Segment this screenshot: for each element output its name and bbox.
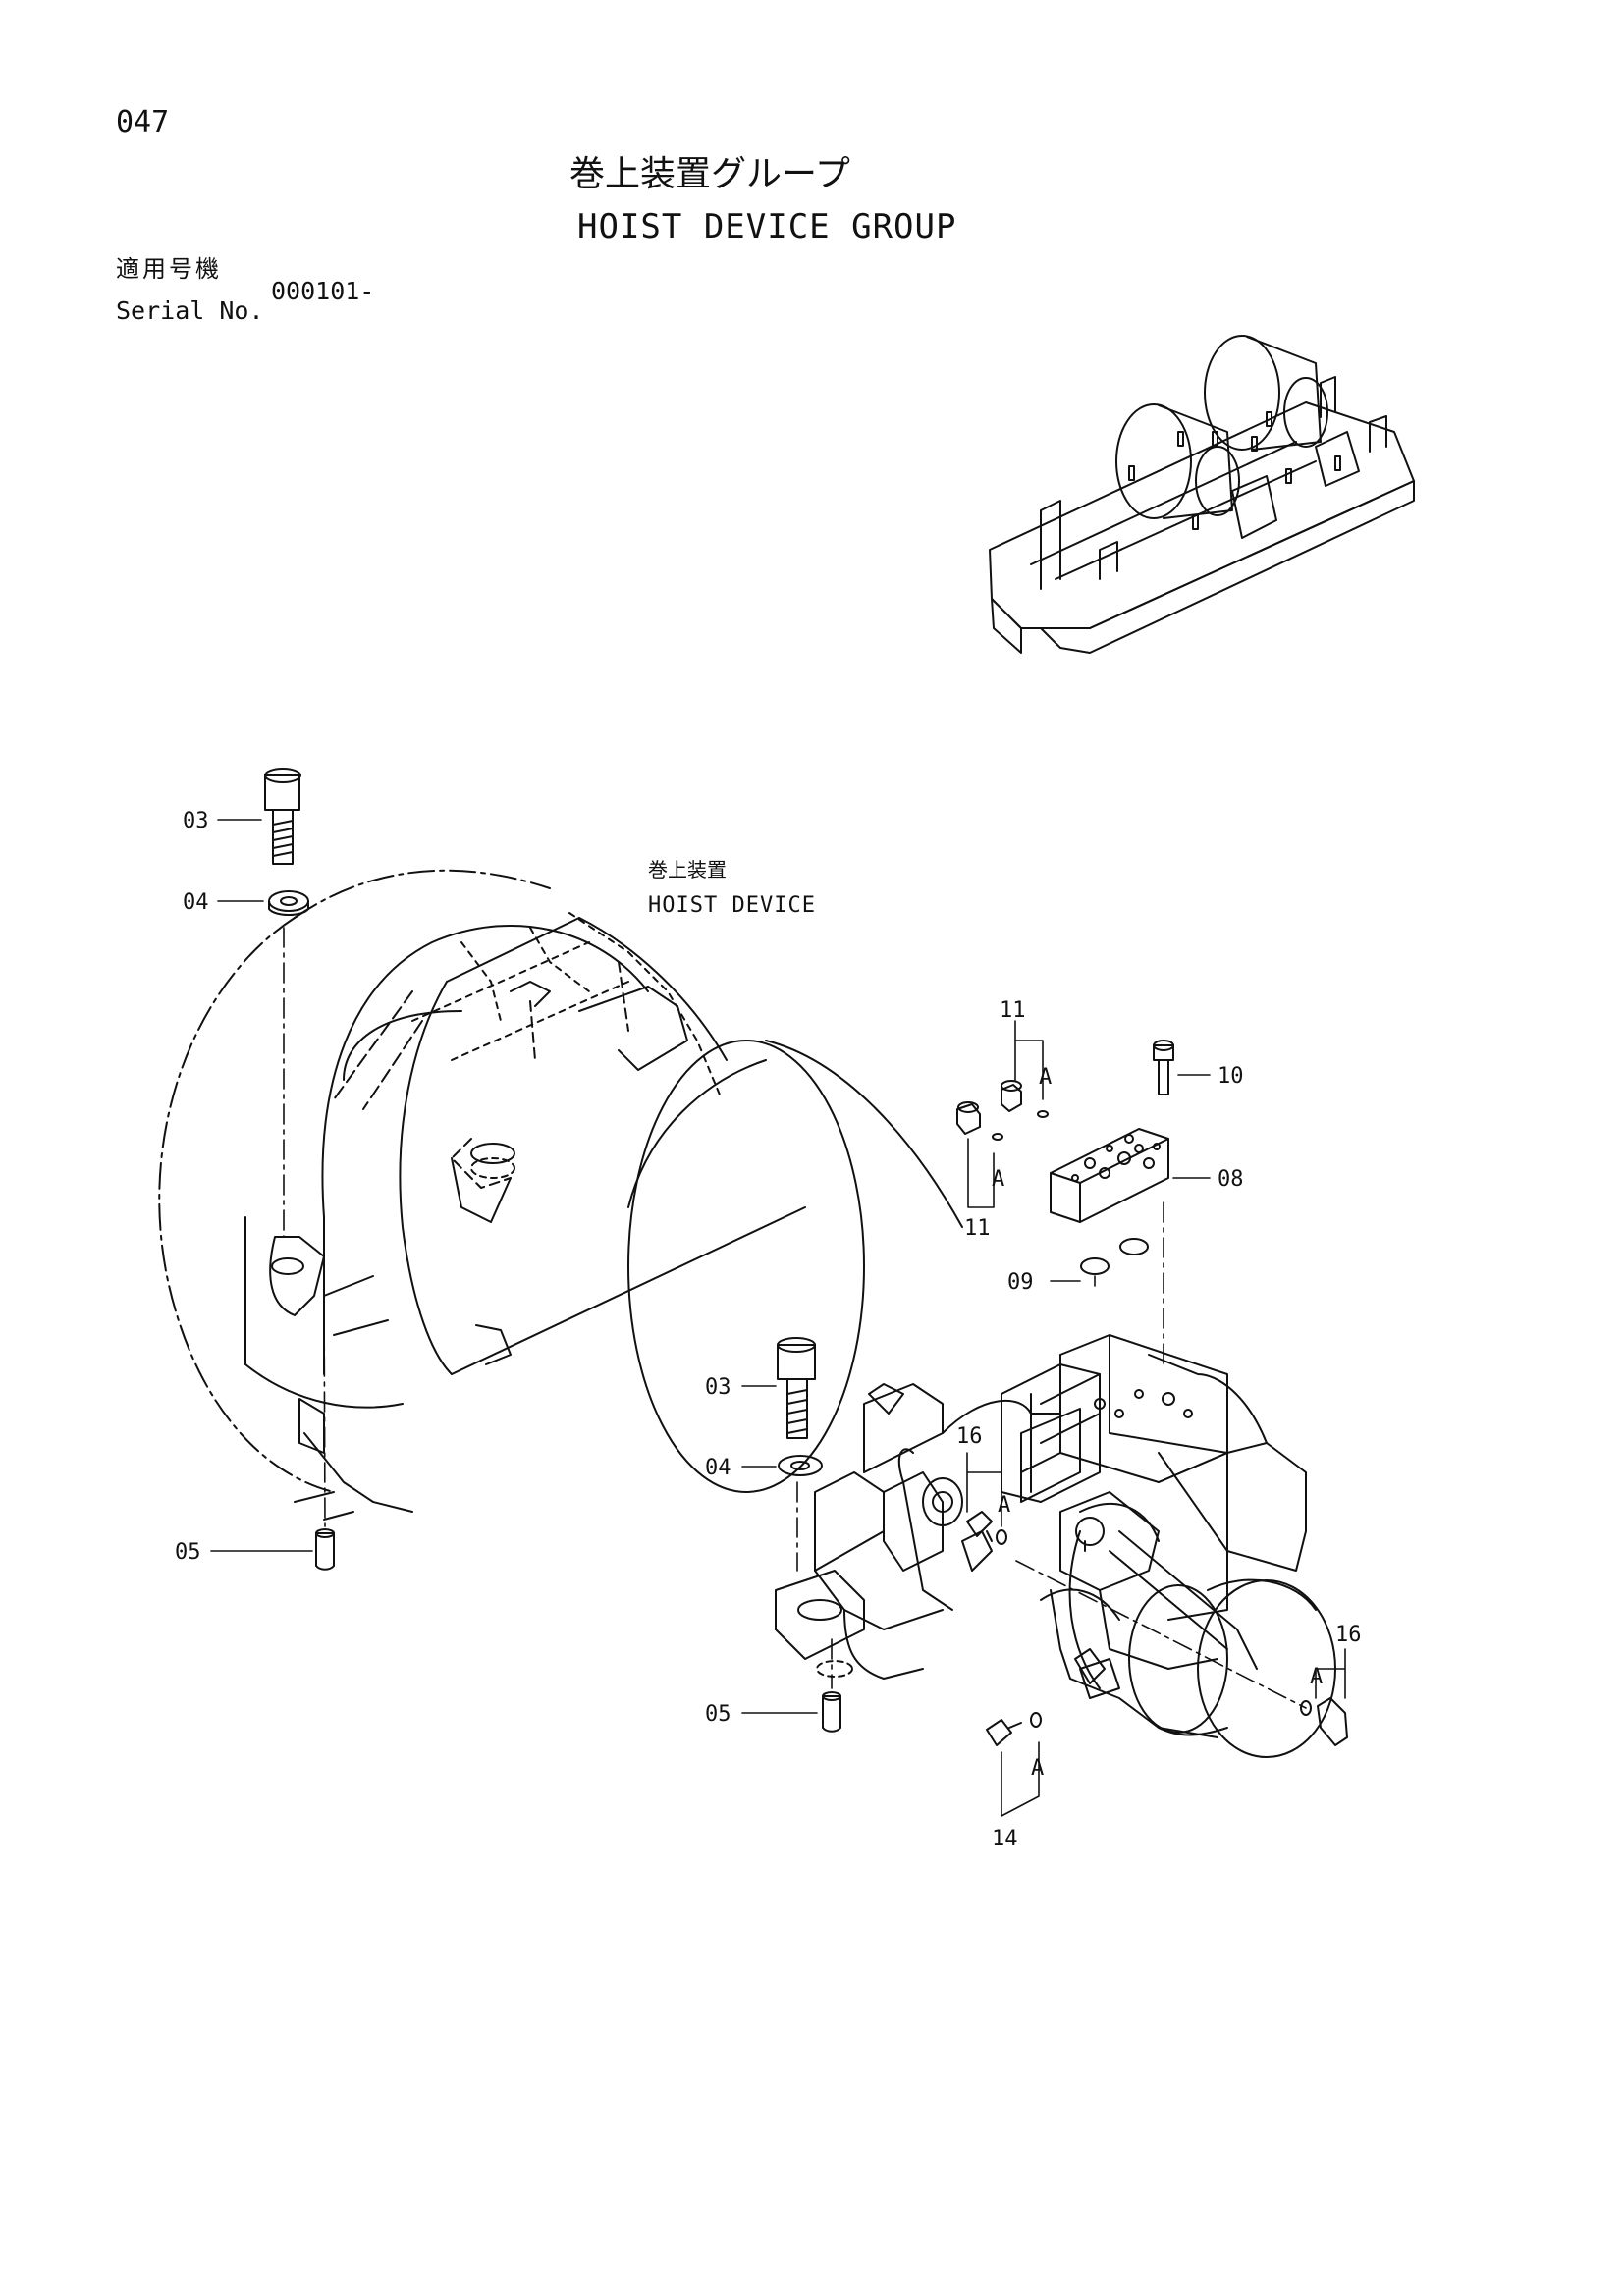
callout-05-upper: 05 (175, 1540, 201, 1565)
callout-04-lower: 04 (705, 1456, 731, 1480)
hoist-drum-illustration (158, 869, 963, 1521)
subassembly-label-japanese: 巻上装置 (648, 858, 727, 881)
callout-labels: 03 04 05 11 11 10 08 09 03 04 05 16 16 1… (175, 809, 1362, 1851)
callout-03-lower: 03 (705, 1375, 731, 1400)
bolt-03-upper-illustration (264, 768, 301, 865)
washer-04-lower-illustration (778, 1455, 823, 1476)
callout-a-left: A (998, 1493, 1010, 1518)
callout-a-bottom: A (1031, 1756, 1044, 1781)
location-inset-frame-illustration (989, 335, 1415, 654)
callout-11-upper: 11 (1000, 998, 1026, 1023)
pin-05-upper-illustration (315, 1528, 335, 1571)
callout-11-lower: 11 (964, 1216, 991, 1241)
callout-a-lower: A (992, 1167, 1004, 1192)
page-number: 047 (116, 105, 170, 139)
callout-08: 08 (1218, 1167, 1244, 1192)
serial-label-japanese: 適用号機 (116, 255, 222, 283)
callout-16-left: 16 (956, 1424, 983, 1449)
callout-09: 09 (1007, 1270, 1034, 1295)
callout-leader-lines (210, 819, 1346, 1817)
callout-a-upper: A (1039, 1065, 1052, 1090)
callout-10: 10 (1218, 1064, 1244, 1089)
page-title-japanese: 巻上装置グループ (569, 154, 850, 194)
assembly-centerlines (283, 927, 1307, 1709)
bolt-03-lower-illustration (777, 1337, 816, 1439)
relief-valve-block-illustration (1050, 1128, 1169, 1275)
serial-label-english: Serial No. (116, 296, 264, 325)
pin-05-lower-illustration (822, 1691, 841, 1733)
callout-a-right: A (1310, 1665, 1323, 1689)
subassembly-label-english: HOIST DEVICE (648, 893, 816, 918)
callout-16-right: 16 (1335, 1623, 1362, 1647)
page-title-english: HOIST DEVICE GROUP (577, 207, 957, 246)
callout-05-lower: 05 (705, 1702, 731, 1727)
hoist-motor-illustration (775, 1334, 1336, 1758)
washer-04-upper-illustration (268, 890, 309, 916)
callout-14: 14 (992, 1827, 1018, 1851)
serial-number-value: 000101- (271, 277, 375, 305)
callout-03-upper: 03 (183, 809, 209, 833)
callout-04-upper: 04 (183, 890, 209, 915)
fittings-illustration (956, 1040, 1348, 1746)
